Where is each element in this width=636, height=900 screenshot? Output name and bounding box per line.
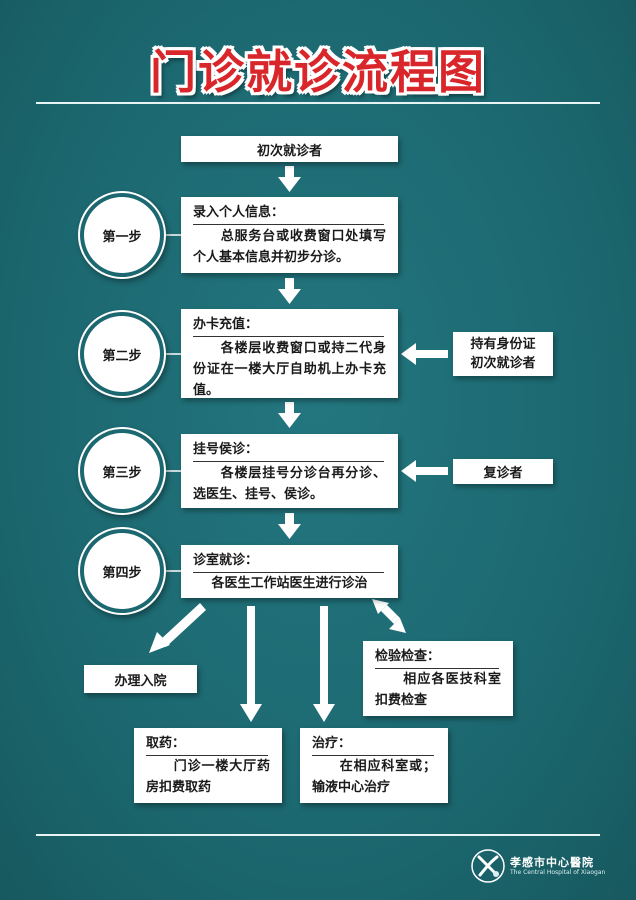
step4-body: 各医生工作站医生进行诊治 bbox=[211, 576, 368, 591]
treatment-body: 在相应科室或；输液中心治疗 bbox=[312, 759, 436, 795]
down-arrow-3 bbox=[278, 402, 301, 428]
step1-body: 总服务台或收费窗口处填写个人基本信息并初步分诊。 bbox=[193, 229, 386, 265]
step2-label: 第二步 bbox=[102, 348, 142, 364]
treatment-heading: 治疗： bbox=[312, 736, 434, 756]
admission-label: 办理入院 bbox=[114, 673, 167, 689]
step1-heading: 录入个人信息： bbox=[193, 205, 384, 225]
step2-box: 办卡充值： 各楼层收费窗口或持二代身份证在一楼大厅自助机上办卡充值。 bbox=[181, 309, 398, 398]
id-holder-line2: 初次就诊者 bbox=[470, 356, 536, 371]
step2-circle: 第二步 bbox=[84, 316, 160, 392]
step4-heading: 诊室就诊： bbox=[193, 553, 384, 573]
hospital-logo-icon bbox=[471, 849, 505, 883]
hospital-name-en: The Central Hospital of Xiaogan bbox=[510, 869, 606, 876]
step3-heading: 挂号侯诊： bbox=[193, 442, 384, 462]
exam-heading: 检验检查： bbox=[375, 649, 499, 669]
bottom-divider bbox=[36, 834, 600, 836]
arrow-to-admission bbox=[149, 603, 206, 653]
arrow-to-treatment bbox=[313, 606, 335, 722]
id-holder-box: 持有身份证 初次就诊者 bbox=[453, 332, 553, 376]
step1-circle: 第一步 bbox=[84, 197, 160, 273]
hospital-name-cn: 孝感市中心醫院 bbox=[510, 856, 594, 869]
admission-box: 办理入院 bbox=[84, 665, 197, 693]
pharmacy-heading: 取药： bbox=[146, 736, 268, 756]
step4-label: 第四步 bbox=[102, 565, 142, 581]
step4-circle: 第四步 bbox=[84, 533, 160, 609]
left-arrow-id-holder bbox=[401, 343, 448, 365]
id-holder-line1: 持有身份证 bbox=[470, 337, 536, 352]
arrow-to-pharmacy bbox=[240, 606, 262, 722]
page-title: 门诊就诊流程图 bbox=[150, 45, 486, 99]
start-label: 初次就诊者 bbox=[256, 143, 322, 159]
treatment-box: 治疗： 在相应科室或；输液中心治疗 bbox=[300, 728, 448, 803]
return-patient-label: 复诊者 bbox=[483, 466, 523, 481]
exam-body: 相应各医技科室扣费检查 bbox=[375, 672, 501, 708]
exam-box: 检验检查： 相应各医技科室扣费检查 bbox=[363, 641, 513, 716]
left-arrow-return bbox=[401, 460, 448, 482]
arrow-exam-bidirectional bbox=[372, 599, 406, 633]
top-divider bbox=[36, 102, 600, 104]
pharmacy-body: 门诊一楼大厅药房扣费取药 bbox=[146, 759, 270, 795]
step1-label: 第一步 bbox=[102, 229, 142, 245]
step2-body: 各楼层收费窗口或持二代身份证在一楼大厅自助机上办卡充值。 bbox=[193, 341, 386, 398]
step3-label: 第三步 bbox=[102, 465, 142, 481]
step3-circle: 第三步 bbox=[84, 433, 160, 509]
down-arrow-4 bbox=[278, 513, 301, 539]
pharmacy-box: 取药： 门诊一楼大厅药房扣费取药 bbox=[134, 728, 282, 803]
step3-body: 各楼层挂号分诊台再分诊、选医生、挂号、侯诊。 bbox=[193, 466, 386, 502]
return-patient-box: 复诊者 bbox=[453, 459, 553, 484]
down-arrow-1 bbox=[278, 166, 301, 192]
down-arrow-2 bbox=[278, 278, 301, 304]
start-box: 初次就诊者 bbox=[181, 136, 398, 162]
step4-box: 诊室就诊： 各医生工作站医生进行诊治 bbox=[181, 545, 398, 598]
step1-box: 录入个人信息： 总服务台或收费窗口处填写个人基本信息并初步分诊。 bbox=[181, 197, 398, 273]
step2-heading: 办卡充值： bbox=[193, 317, 384, 337]
step3-box: 挂号侯诊： 各楼层挂号分诊台再分诊、选医生、挂号、侯诊。 bbox=[181, 434, 398, 508]
